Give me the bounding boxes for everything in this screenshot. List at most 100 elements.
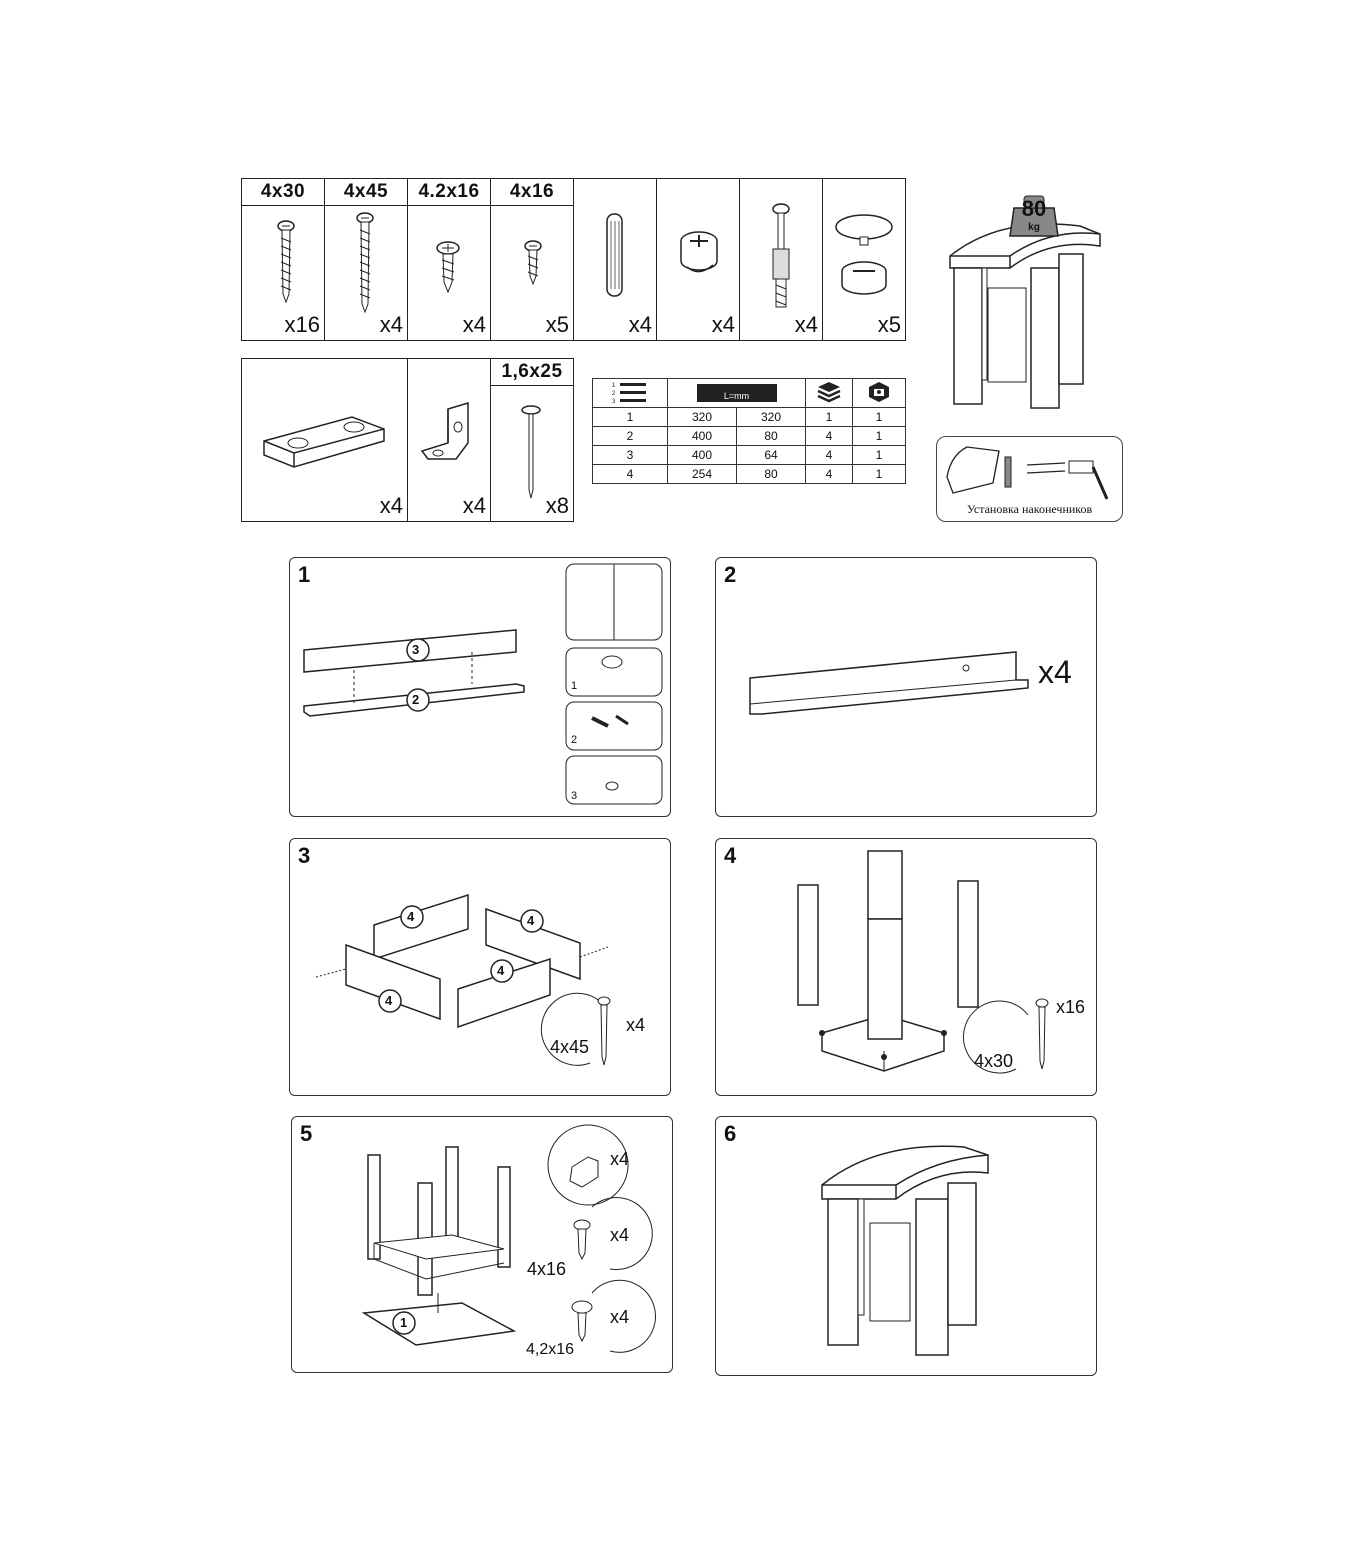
step-panel-2: 2 x4: [715, 557, 1097, 817]
screw-longer-icon: [356, 212, 374, 314]
hw-qty: x5: [877, 312, 901, 337]
cell: 1: [852, 464, 906, 484]
screw-qty: x4: [626, 1015, 646, 1035]
tip-installation-box: Установка наконечников: [936, 436, 1123, 522]
hw-cell-cam-lock: x4: [656, 178, 740, 341]
hw-cell-cover-cap: x5: [822, 178, 906, 341]
table-row: 3 400 64 4 1: [592, 445, 906, 465]
step-number: 1: [298, 562, 311, 587]
hw-label: 4x16: [527, 1259, 567, 1279]
hw-qty: x16: [284, 312, 320, 337]
screw-label: 4x30: [974, 1051, 1014, 1071]
callout-label: 3: [412, 642, 420, 657]
hw-cell-dowel: x4: [573, 178, 657, 341]
cell: 400: [667, 445, 737, 465]
cell: 80: [736, 426, 806, 446]
cell: 1: [592, 407, 668, 427]
hw-label: 4,2x16: [526, 1341, 575, 1358]
cell: 400: [667, 426, 737, 446]
step-6-diagram: [821, 1145, 989, 1356]
nail-icon: [521, 405, 541, 499]
cell: 254: [667, 464, 737, 484]
package-icon: [852, 378, 906, 408]
cam-lock-icon: [680, 231, 718, 273]
hw-qty: x4: [610, 1149, 630, 1169]
svg-text:1: 1: [612, 383, 616, 389]
hw-qty: x4: [794, 312, 818, 337]
cover-cap-icon: [835, 214, 893, 295]
dowel-icon: [606, 213, 623, 297]
hw-qty: x4: [379, 312, 403, 337]
hw-qty: x8: [545, 493, 569, 518]
cell: 1: [852, 426, 906, 446]
step-number: 4: [724, 843, 737, 868]
hw-qty: x4: [379, 493, 403, 518]
step-2-diagram: [749, 651, 1029, 715]
hw-cell-screw-4x45: x4: [324, 205, 408, 341]
hw-cell-glide: x4: [241, 358, 408, 522]
step-number: 5: [300, 1121, 313, 1146]
weight-unit: kg: [1028, 222, 1040, 233]
cell: 4: [805, 464, 853, 484]
hw-qty: x4: [462, 312, 486, 337]
cell: 80: [736, 464, 806, 484]
hw-cell-screw-4x16: x5: [490, 205, 574, 341]
stool-icon: [949, 195, 1101, 409]
tip-installation-diagram: [946, 446, 1109, 500]
callout-label: 1: [400, 1315, 408, 1330]
svg-text:2: 2: [612, 391, 616, 397]
table-row: 2 400 80 4 1: [592, 426, 906, 446]
hardware-table-bottom: x4 x4 1,6x25 x8: [241, 357, 574, 522]
screw-label: 4x45: [550, 1037, 590, 1057]
step-number: 3: [298, 843, 311, 868]
weight-value: 80: [1021, 196, 1047, 221]
hw-cell-nail: x8: [490, 385, 574, 522]
callout-label: 4: [385, 993, 393, 1008]
hw-qty: x4: [610, 1225, 630, 1245]
step-panel-5: 5 1 x4 4x16 x4 4,2x16 x4: [291, 1116, 673, 1373]
callout-label: 4: [527, 913, 535, 928]
cell: 2: [592, 426, 668, 446]
tip-caption: Установка наконечников: [966, 502, 1093, 516]
svg-text:3: 3: [612, 399, 616, 404]
cell: 1: [852, 407, 906, 427]
step-3-diagram: [315, 893, 611, 1066]
hardware-table-top: 4x30 4x45 4.2x16 4x16 x4 x4: [241, 178, 906, 341]
step-5-diagram: [361, 1124, 656, 1353]
cell: 3: [592, 445, 668, 465]
hw-header: 4x16: [490, 178, 574, 206]
hw-cell-cam-bolt: x4: [739, 178, 823, 341]
step-panel-4: 4 4x30 x16: [715, 838, 1097, 1096]
cell: 1: [805, 407, 853, 427]
step-4-diagram: [797, 850, 1049, 1074]
hw-cell-bracket: x4: [407, 358, 491, 522]
step-panel-6: 6: [715, 1116, 1097, 1376]
screw-short-icon: [524, 240, 542, 286]
cell: 4: [805, 426, 853, 446]
table-row: 4 254 80 4 1: [592, 464, 906, 484]
hw-qty: x4: [462, 493, 486, 518]
step-qty: x4: [1038, 654, 1072, 690]
layers-icon: [805, 378, 853, 408]
callout-label: 4: [497, 963, 505, 978]
ruler-label: L=mm: [723, 391, 750, 401]
glide-plate-icon: [263, 416, 385, 468]
corner-bracket-icon: [420, 401, 469, 460]
cell: 320: [667, 407, 737, 427]
cell: 4: [592, 464, 668, 484]
cam-bolt-icon: [772, 203, 790, 308]
step-1-diagram: [303, 563, 663, 805]
hw-cell-screw-4x30: x16: [241, 205, 325, 341]
hw-header: 4x45: [324, 178, 408, 206]
substep-label: 2: [571, 734, 578, 746]
step-number: 6: [724, 1121, 737, 1146]
screw-qty: x16: [1056, 997, 1086, 1017]
substep-label: 1: [571, 680, 578, 692]
hw-header: 4.2x16: [407, 178, 491, 206]
hw-header: 1,6x25: [490, 357, 574, 387]
hw-header: 4x30: [241, 178, 325, 206]
hw-qty: x5: [545, 312, 569, 337]
screw-pan-head-icon: [436, 241, 460, 294]
cell: 4: [805, 445, 853, 465]
cell: 320: [736, 407, 806, 427]
